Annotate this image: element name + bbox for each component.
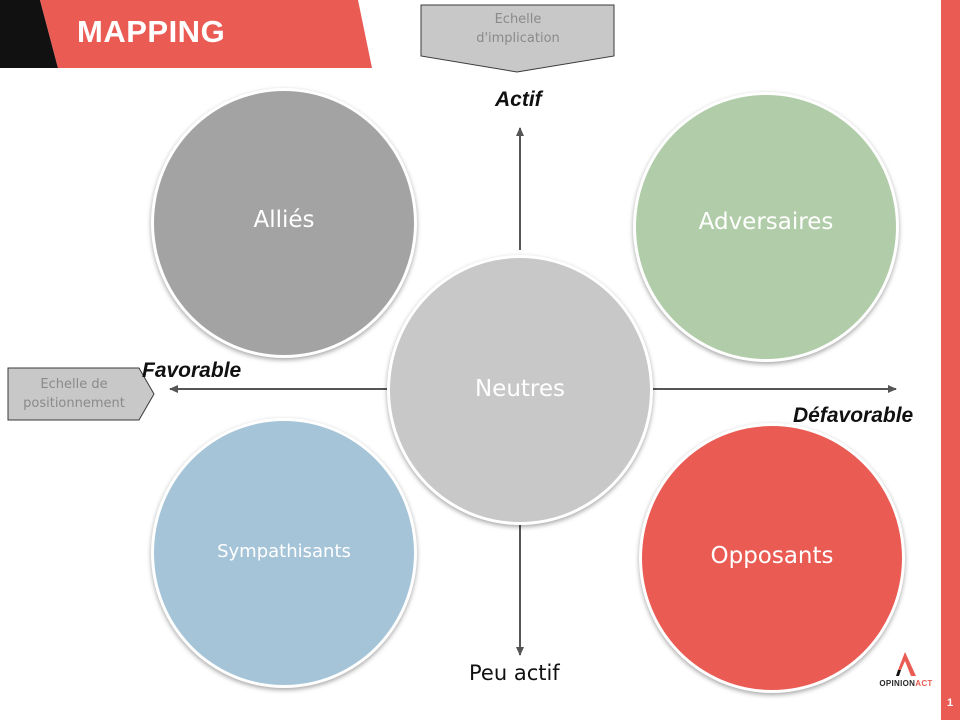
side-stripe	[941, 0, 960, 720]
logo-mark-icon	[896, 652, 916, 676]
pole-favorable: Favorable	[142, 359, 242, 382]
title-banner-shape	[0, 0, 372, 68]
horizontal-scale-line1: Echelle de	[40, 377, 108, 392]
vertical-scale-line2: d'implication	[476, 31, 560, 46]
label-allies: Alliés	[253, 207, 315, 233]
label-adversaires: Adversaires	[698, 209, 834, 235]
pole-defavorable: Défavorable	[793, 404, 914, 427]
pole-peu-actif: Peu actif	[469, 661, 560, 685]
circle-adversaires: Adversaires	[633, 92, 899, 362]
pole-actif: Actif	[495, 88, 542, 111]
title-banner: MAPPING	[0, 0, 372, 68]
vertical-scale-shape	[420, 4, 615, 73]
label-neutres: Neutres	[474, 376, 566, 402]
horizontal-scale-label: Echelle de positionnement	[7, 367, 157, 423]
opinionact-logo: OPINIONACT	[874, 652, 938, 690]
circle-neutres: Neutres	[387, 255, 653, 525]
circle-opposants: Opposants	[639, 423, 905, 693]
vertical-scale-line1: Echelle	[494, 12, 542, 27]
vertical-scale-label: Echelle d'implication	[420, 4, 616, 74]
label-sympathisants: Sympathisants	[217, 540, 351, 562]
label-opposants: Opposants	[710, 543, 834, 569]
circle-sympathisants: Sympathisants	[151, 418, 417, 688]
horizontal-scale-line2: positionnement	[23, 396, 125, 411]
logo-wordmark: OPINIONACT	[879, 679, 933, 688]
horizontal-scale-shape	[7, 367, 155, 421]
page-title: MAPPING	[77, 14, 226, 49]
circle-allies: Alliés	[151, 88, 417, 358]
page-number: 1	[946, 697, 954, 709]
